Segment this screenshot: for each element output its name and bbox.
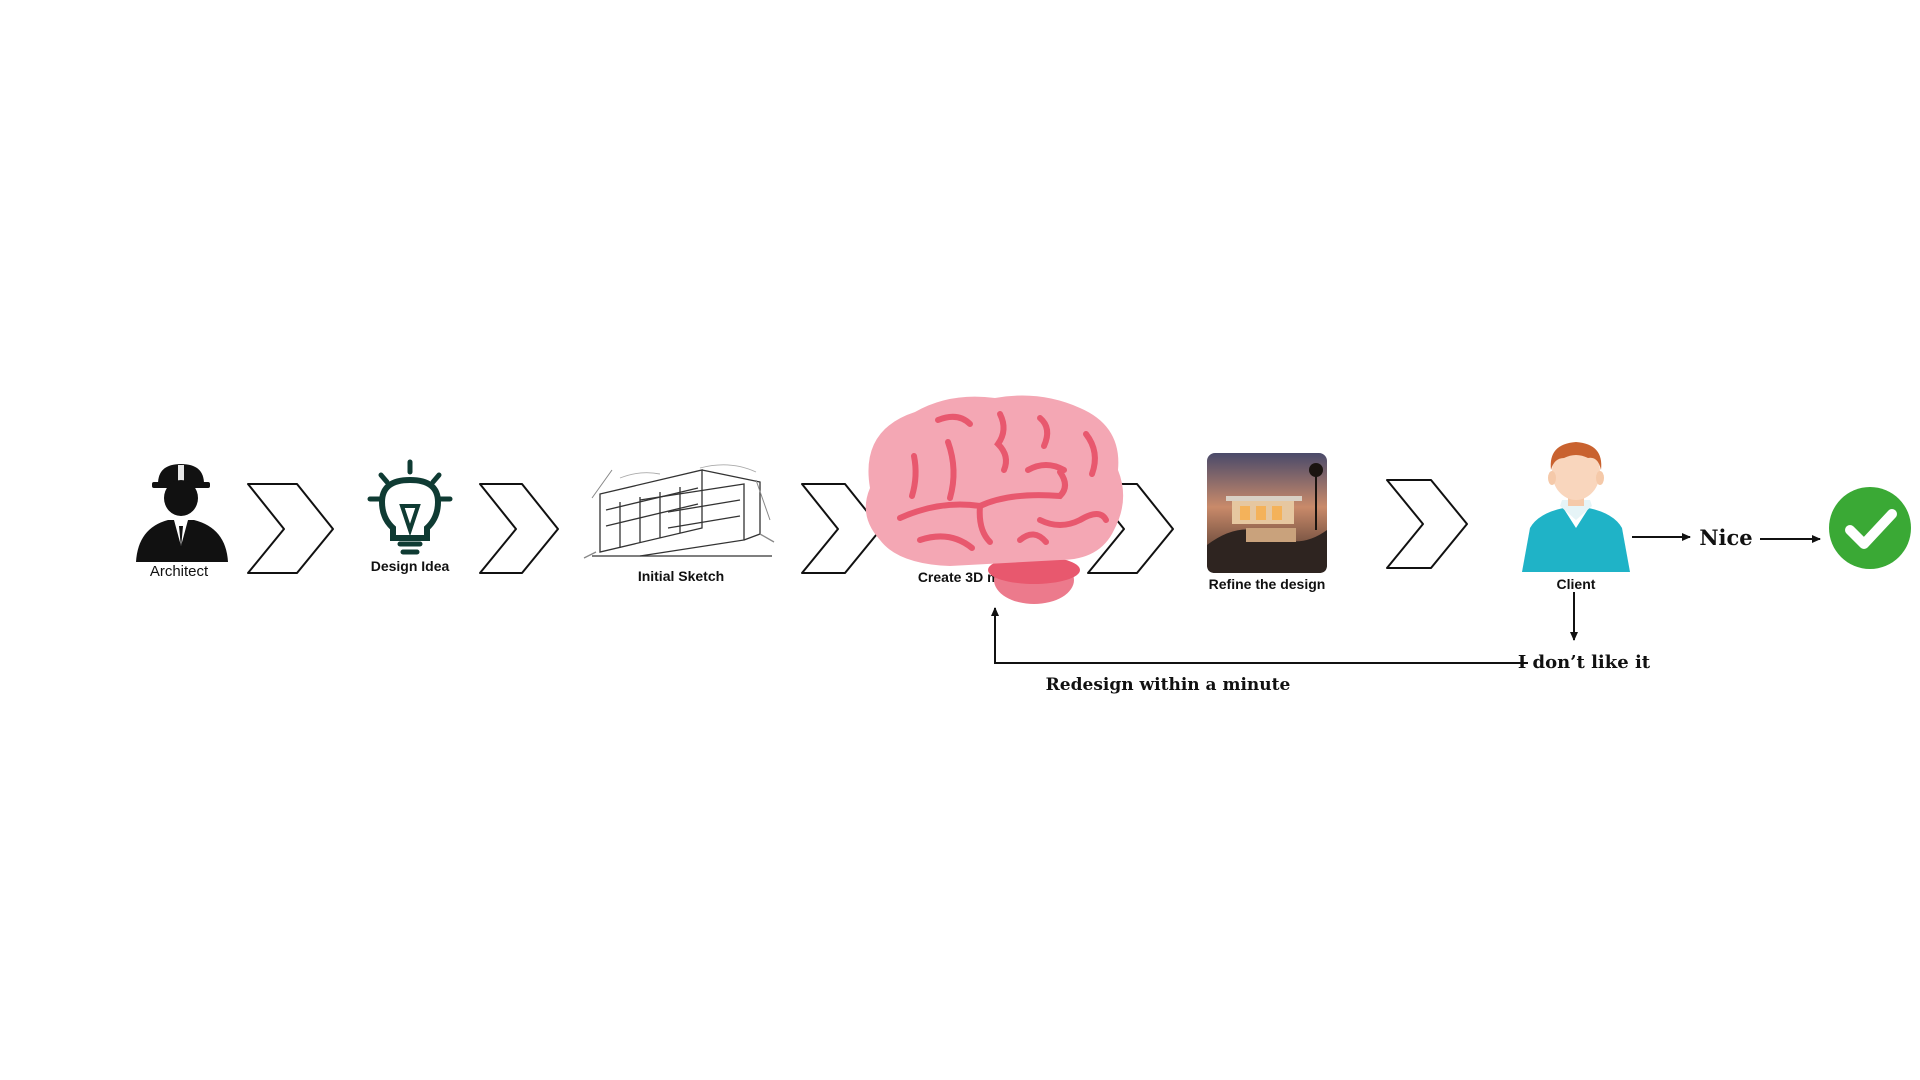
- check-circle-icon: [1829, 487, 1911, 569]
- architect-label: Architect: [150, 563, 209, 580]
- design-idea-label: Design Idea: [371, 558, 450, 574]
- chevron-arrow-1: [247, 483, 334, 574]
- nice-label: Nice: [1699, 525, 1752, 550]
- client-avatar-icon: [1522, 442, 1630, 572]
- client-label: Client: [1557, 576, 1596, 592]
- building-sketch-icon: [583, 464, 775, 559]
- lightbulb-icon: [367, 459, 453, 555]
- chevron-arrow-3: [801, 483, 882, 574]
- redesign-label: Redesign within a minute: [1046, 675, 1291, 695]
- architect-icon: [136, 464, 228, 562]
- chevron-arrow-5: [1386, 479, 1468, 569]
- rendered-house-photo: [1207, 453, 1327, 573]
- brain-icon: [865, 395, 1124, 604]
- chevron-arrow-2: [479, 483, 559, 574]
- refine-label: Refine the design: [1209, 576, 1326, 592]
- redesign-feedback-arrow: [991, 607, 1528, 664]
- dislike-label: I don’t like it: [1518, 652, 1651, 673]
- initial-sketch-label: Initial Sketch: [638, 568, 724, 584]
